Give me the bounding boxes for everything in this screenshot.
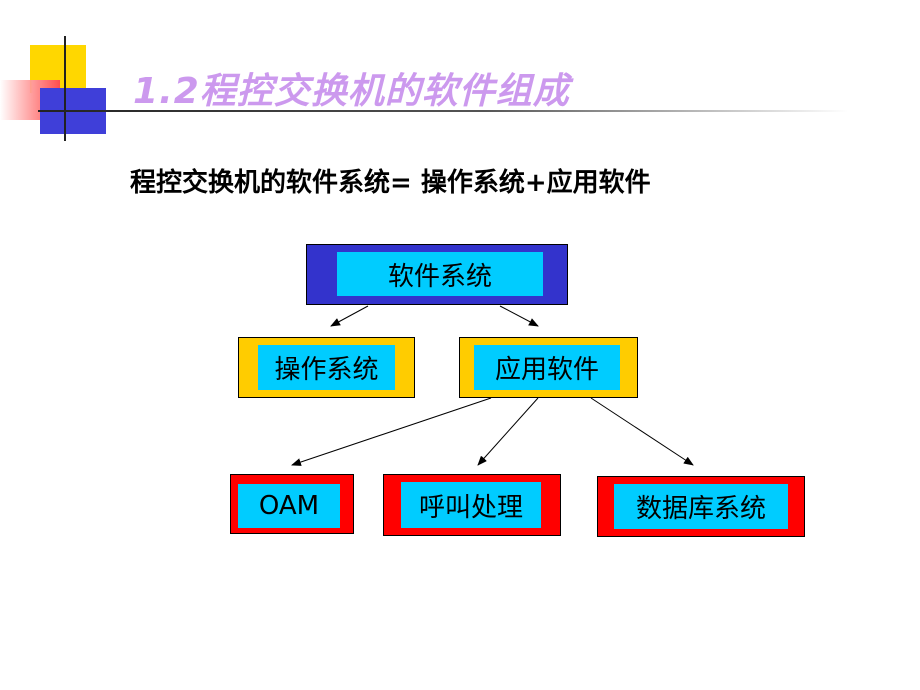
title-underline bbox=[38, 110, 848, 112]
node-operating-system: 操作系统 bbox=[238, 337, 415, 398]
subtitle-equation: 程控交换机的软件系统= 操作系统+应用软件 bbox=[130, 168, 651, 198]
node-label: 软件系统 bbox=[337, 252, 543, 296]
page-title: 1.2程控交换机的软件组成 bbox=[133, 71, 570, 112]
arrow-app-to-call bbox=[477, 397, 539, 466]
node-software-system: 软件系统 bbox=[306, 244, 568, 305]
node-label: 数据库系统 bbox=[614, 484, 788, 529]
arrow-app-to-db bbox=[590, 397, 694, 466]
node-label: 呼叫处理 bbox=[401, 482, 541, 528]
arrow-app-to-oam bbox=[291, 397, 492, 466]
arrow-root-to-os bbox=[330, 305, 369, 327]
arrow-root-to-app bbox=[499, 305, 539, 327]
decor-vertical-line bbox=[64, 36, 66, 141]
node-application-software: 应用软件 bbox=[459, 337, 638, 398]
node-call-processing: 呼叫处理 bbox=[383, 474, 561, 536]
node-label: OAM bbox=[238, 484, 340, 528]
node-database-system: 数据库系统 bbox=[597, 476, 805, 537]
node-oam: OAM bbox=[230, 474, 354, 534]
node-label: 操作系统 bbox=[258, 345, 395, 390]
node-label: 应用软件 bbox=[474, 345, 620, 390]
